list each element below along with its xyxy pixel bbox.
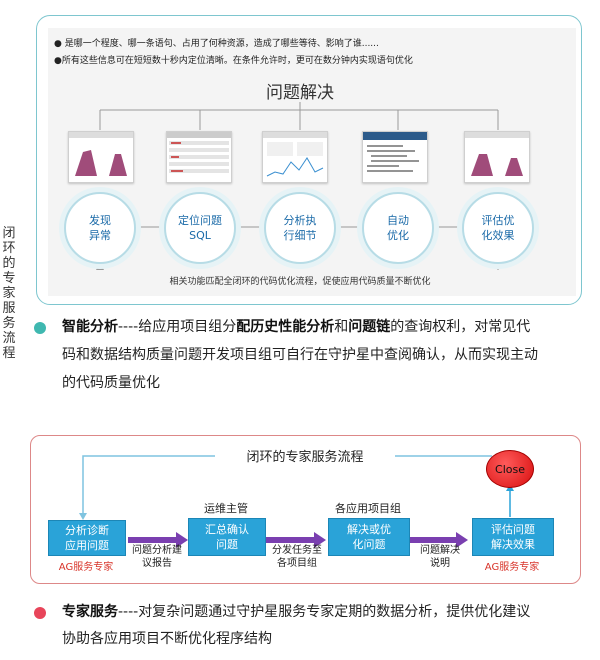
step-auto-optimize: 自动 优化	[362, 192, 434, 264]
bullet-dot-red	[34, 607, 46, 619]
thumbnail-anomaly-chart	[68, 131, 134, 183]
label-app-teams: 各应用项目组	[335, 502, 401, 515]
paragraph2-line1: 专家服务----对复杂问题通过守护星服务专家定期的数据分析，提供优化建议	[62, 604, 531, 620]
label-ag-expert-left: AG服务专家	[58, 562, 114, 573]
flow-title: 闭环的专家服务流程	[215, 446, 395, 465]
label-ops-manager: 运维主管	[204, 502, 248, 515]
label-analysis-report: 问题分析建 议报告	[132, 545, 182, 569]
step-locate-sql: 定位问题 SQL	[164, 192, 236, 264]
flow-box-resolve: 解决或优 化问题	[328, 518, 410, 556]
flow-box-evaluate: 评估问题 解决效果	[472, 518, 554, 556]
thumbnail-sql-table	[166, 131, 232, 183]
bullet-line-2: ●所有这些信息可在短短数十秒内定位清晰。在条件允许时，更可在数分钟内实现语句优化	[54, 56, 413, 66]
paragraph1-line3: 的代码质量优化	[62, 375, 160, 391]
paragraph1-line1: 智能分析----给应用项目组分配历史性能分析和问题链的查询权利，对常见代	[62, 319, 531, 335]
connector-lines	[96, 102, 499, 270]
label-ag-expert-right: AG服务专家	[484, 562, 540, 573]
thumbnail-detail-chart	[262, 131, 328, 183]
step-discover-anomaly: 发现 异常	[64, 192, 136, 264]
close-node: Close	[486, 450, 534, 488]
loop-note: 相关功能匹配全闭环的代码优化流程，促使应用代码质量不断优化	[150, 274, 450, 287]
bullet-line-1: ● 是哪一个程度、哪一条语句、占用了何种资源，造成了哪些等待、影响了谁.....…	[54, 39, 379, 49]
panel-title: 问题解决	[266, 83, 334, 103]
thumbnail-code-editor	[362, 131, 428, 183]
label-dispatch-tasks: 分发任务至 各项目组	[272, 545, 322, 569]
side-label: 闭环的专家服务流程	[2, 226, 16, 361]
step-analyze-detail: 分析执 行细节	[264, 192, 336, 264]
thumbnail-evaluation-chart	[464, 131, 530, 183]
flow-box-diagnose: 分析诊断 应用问题	[48, 520, 126, 556]
bullet-dot-teal	[34, 322, 46, 334]
paragraph1-line2: 码和数据结构质量问题开发项目组可自行在守护星中查阅确认，从而实现主动	[62, 347, 538, 363]
flow-box-summarize: 汇总确认 问题	[188, 518, 266, 556]
label-resolution-note: 问题解决 说明	[420, 545, 460, 569]
paragraph2-line2: 协助各应用项目不断优化程序结构	[62, 631, 272, 647]
step-evaluate-effect: 评估优 化效果	[462, 192, 534, 264]
